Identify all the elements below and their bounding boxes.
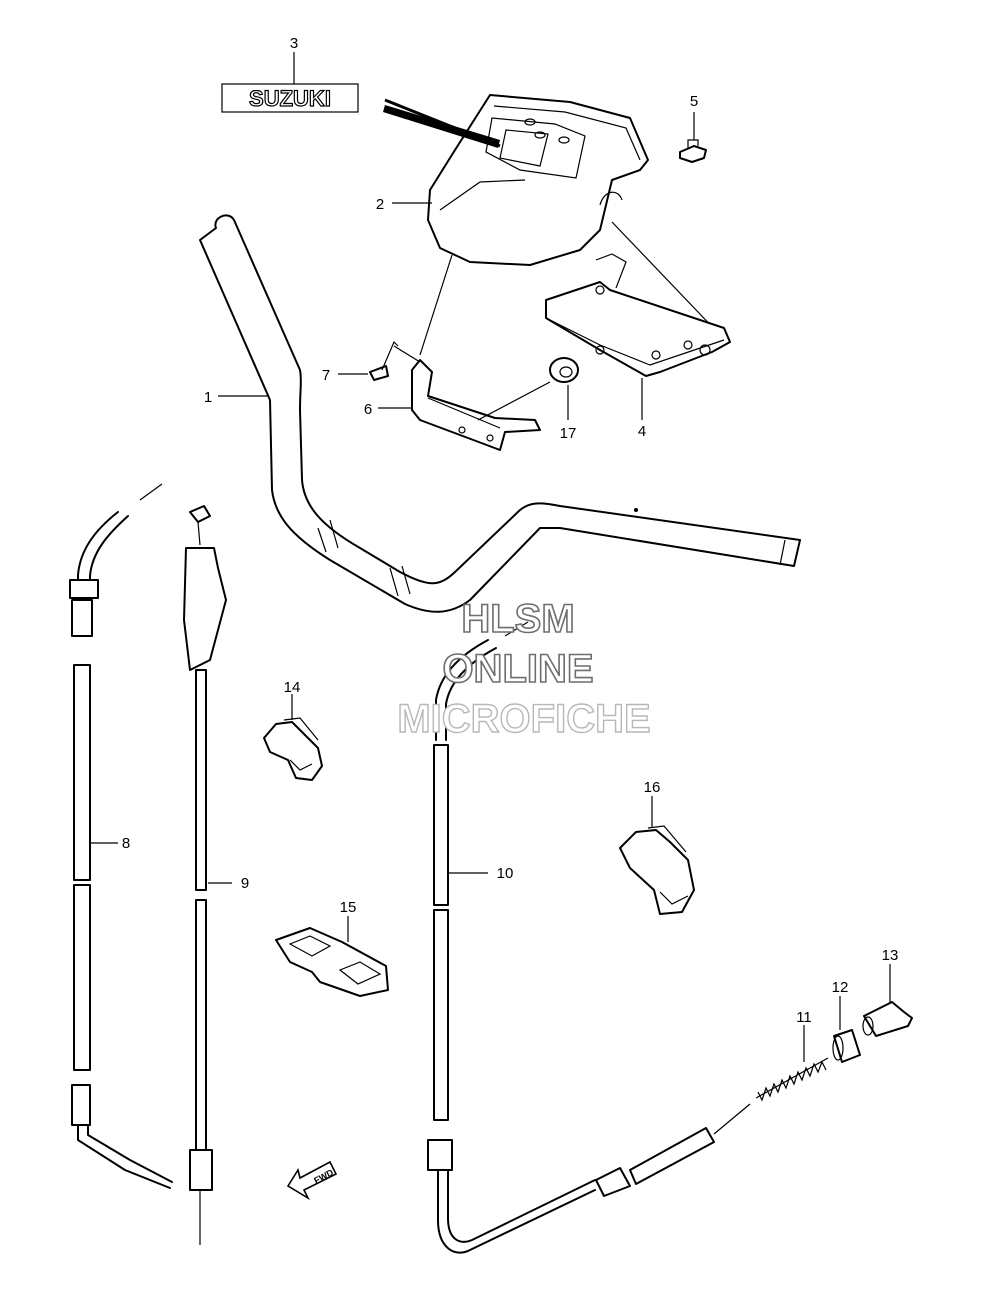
callout-11: 11 bbox=[796, 1009, 812, 1026]
bolt-5 bbox=[679, 139, 707, 163]
handlebar bbox=[199, 214, 801, 613]
callout-16: 16 bbox=[644, 779, 661, 796]
callout-1: 1 bbox=[204, 389, 212, 406]
watermark-line3: MICROFICHE bbox=[397, 697, 650, 741]
callout-12: 12 bbox=[832, 979, 849, 996]
callout-7: 7 bbox=[322, 367, 330, 384]
callout-17: 17 bbox=[560, 425, 577, 442]
screw-7 bbox=[369, 340, 399, 381]
suzuki-emblem: SUZUKI bbox=[221, 83, 359, 113]
stay-6 bbox=[411, 359, 541, 451]
cable-10 bbox=[427, 621, 751, 1254]
cable-9 bbox=[183, 505, 227, 1245]
callout-13: 13 bbox=[882, 947, 899, 964]
pin-13 bbox=[862, 1001, 913, 1037]
callout-4: 4 bbox=[638, 423, 646, 440]
callout-6: 6 bbox=[364, 401, 372, 418]
cable-8 bbox=[69, 483, 173, 1189]
callout-2: 2 bbox=[376, 196, 384, 213]
callout-3: 3 bbox=[290, 35, 298, 52]
callout-14: 14 bbox=[284, 679, 301, 696]
watermark-line2: ONLINE bbox=[442, 647, 593, 691]
bracket-4 bbox=[545, 253, 731, 377]
headlight-cover bbox=[427, 94, 649, 266]
clamp-14 bbox=[263, 717, 323, 781]
clamp-16 bbox=[619, 825, 695, 915]
holder-15 bbox=[275, 927, 389, 997]
emblem-text: SUZUKI bbox=[249, 86, 331, 111]
callout-5: 5 bbox=[690, 93, 698, 110]
spring-11 bbox=[755, 1057, 829, 1102]
callout-10: 10 bbox=[497, 865, 514, 882]
callout-8: 8 bbox=[122, 835, 130, 852]
callout-15: 15 bbox=[340, 899, 357, 916]
fwd-arrow: FWD bbox=[286, 1160, 338, 1201]
watermark-line1: HLSM bbox=[461, 597, 574, 641]
callout-9: 9 bbox=[241, 875, 249, 892]
grommet-17 bbox=[549, 357, 579, 383]
collar-12 bbox=[832, 1029, 861, 1063]
